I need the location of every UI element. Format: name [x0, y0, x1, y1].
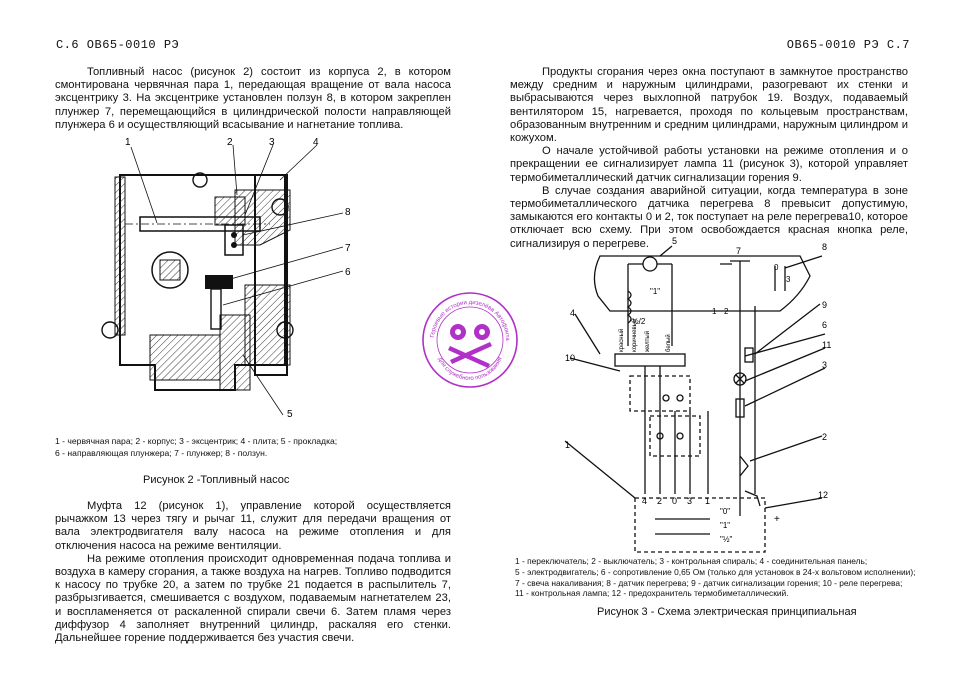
fig3-label-11: 11: [822, 340, 831, 350]
paragraph: Топливный насос (рисунок 2) состоит из к…: [55, 66, 451, 131]
left-body-text: Муфта 12 (рисунок 1), управление которой…: [55, 500, 451, 645]
fig3-label-4: 4: [570, 308, 575, 318]
paragraph: В случае создания аварийной ситуации, ко…: [510, 184, 908, 250]
stamp-text-top: Героевые истории дизелёва Автофонта: [430, 300, 510, 341]
fig3-label-12: 12: [818, 490, 828, 500]
figure-2-fuel-pump-drawing: 1 2 3 4 5 6 7 8: [101, 137, 351, 420]
fig2-label-3: 3: [269, 137, 275, 148]
fig3-wire-brown: коричневый: [631, 319, 638, 352]
fig3-motor-label-1: "1": [650, 287, 660, 296]
fig2-label-1: 1: [125, 137, 131, 148]
fig3-plus-sign: +: [774, 514, 780, 525]
legend-line: 11 - контрольная лампа; 12 - предохранит…: [515, 588, 789, 599]
legend-line: 1 - переключатель; 2 - выключатель; 3 - …: [515, 556, 868, 566]
paragraph: На режиме отопления происходит одновреме…: [55, 552, 451, 645]
fig2-label-5: 5: [287, 409, 293, 420]
fig3-relay-contact-1: 1: [712, 307, 717, 316]
fig3-sensor-contact-0: 0: [774, 263, 779, 272]
figure-2-legend: 1 - червячная пара; 2 - корпус; 3 - эксц…: [55, 435, 337, 459]
fig3-label-10: 10: [565, 353, 575, 363]
figure-2-caption: Рисунок 2 -Топливный насос: [143, 474, 290, 486]
figure-3-legend: 1 - переключатель; 2 - выключатель; 3 - …: [515, 556, 915, 599]
fig2-label-7: 7: [345, 243, 351, 254]
fig2-label-2: 2: [227, 137, 233, 148]
fig3-terminal-3: 3: [687, 496, 692, 506]
fig3-wire-yellow: желтый: [644, 331, 651, 352]
fig3-sensor-contact-3: 3: [786, 275, 791, 284]
fig3-label-3: 3: [822, 360, 827, 370]
right-intro-text: Продукты сгорания через окна поступают в…: [510, 66, 908, 251]
legend-line: 5 - электродвигатель; 6 - сопротивление …: [515, 566, 916, 577]
fig3-terminal-0: 0: [672, 496, 677, 506]
paragraph: О начале устойчивой работы установки на …: [510, 145, 908, 184]
legend-line: 6 - направляющая плунжера; 7 - плунжер; …: [55, 448, 268, 458]
svg-text:для служебного пользования: для служебного пользования: [437, 356, 504, 382]
legend-line: 7 - свеча накаливания; 8 - датчик перегр…: [515, 577, 903, 588]
fig3-label-8: 8: [822, 242, 827, 252]
fig3-label-7: 7: [736, 246, 741, 256]
fig3-label-6: 6: [822, 320, 827, 330]
fig3-label-2: 2: [822, 432, 827, 442]
fig2-label-8: 8: [345, 207, 351, 218]
fig3-switch-pos-0: "0": [720, 507, 730, 516]
paragraph: Продукты сгорания через окна поступают в…: [510, 66, 908, 145]
left-intro-text: Топливный насос (рисунок 2) состоит из к…: [55, 66, 451, 132]
fig3-motor-label-half: ½/2: [632, 317, 646, 326]
svg-text:Героевые истории дизелёва Авто: Героевые истории дизелёва Автофонта: [430, 300, 510, 341]
circular-stamp: Героевые истории дизелёва Автофонта для …: [422, 292, 518, 388]
fig2-label-6: 6: [345, 267, 351, 278]
fig3-relay-contact-2: 2: [724, 307, 729, 316]
fig3-terminal-2: 2: [657, 496, 662, 506]
fig3-label-5: 5: [672, 236, 677, 246]
fig3-switch-pos-half: "½": [720, 535, 733, 544]
page-header-right: ОВ65-0010 РЭ С.7: [786, 38, 910, 52]
stamp-text-bottom: для служебного пользования: [437, 356, 504, 382]
legend-line: 1 - червячная пара; 2 - корпус; 3 - эксц…: [55, 436, 338, 446]
page-header-left: С.6 ОВ65-0010 РЭ: [56, 38, 180, 52]
paragraph: Муфта 12 (рисунок 1), управление которой…: [55, 500, 451, 552]
figure-3-wiring-diagram: 5 7 8 4 9 6 10 11 3 1 2 12 "1" ½/2 красн…: [564, 236, 831, 553]
figure-3-caption: Рисунок 3 - Схема электрическая принципи…: [597, 606, 857, 618]
gear-icon: [448, 324, 492, 368]
fig3-label-9: 9: [822, 300, 827, 310]
fig3-wire-white: белый: [665, 334, 672, 352]
fig2-label-4: 4: [313, 137, 319, 148]
fig3-wire-red: красный: [618, 329, 625, 352]
fig3-terminal-1: 1: [705, 496, 710, 506]
fig3-label-1: 1: [565, 440, 570, 450]
fig3-terminal-4: 4: [642, 496, 647, 506]
fig3-switch-pos-1: "1": [720, 521, 730, 530]
